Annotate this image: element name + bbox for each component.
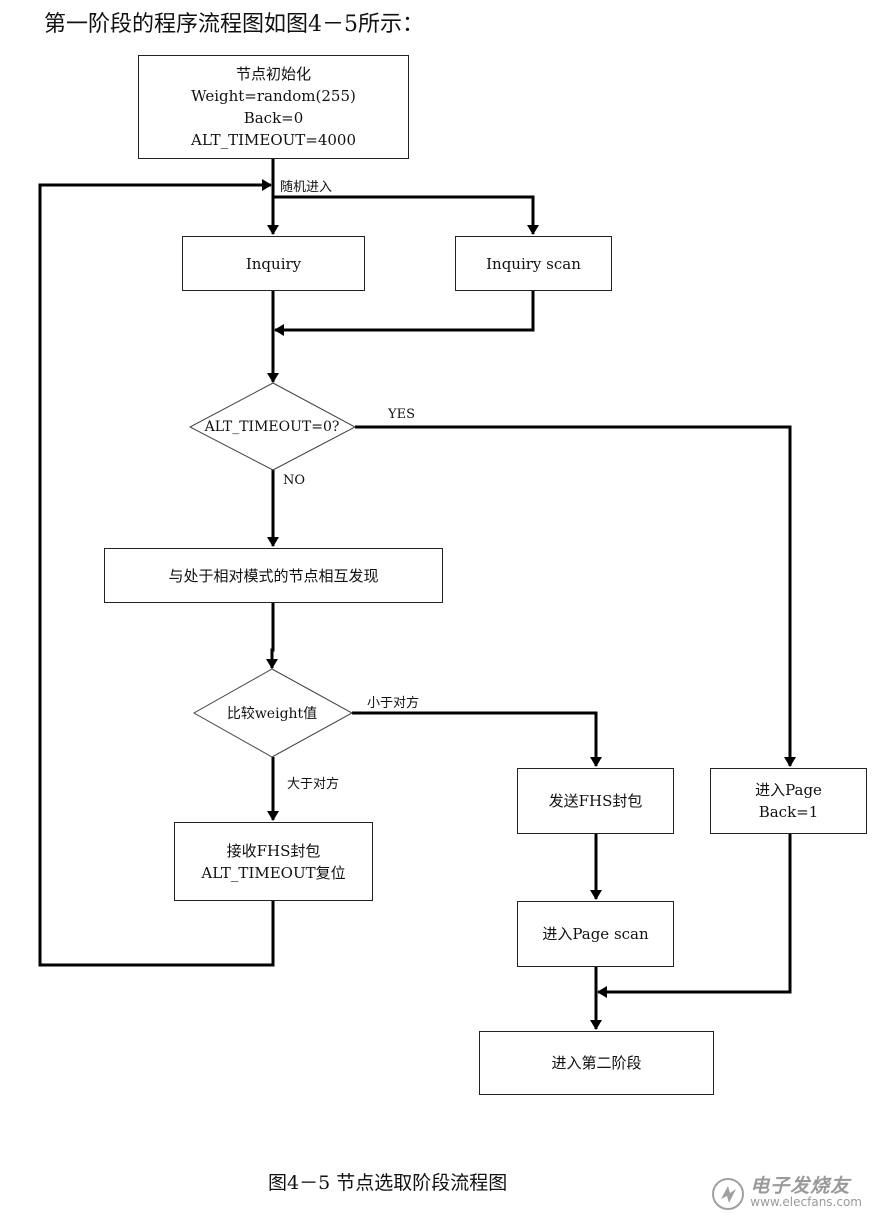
watermark: 电子发烧友 www.elecfans.com [710, 1176, 862, 1212]
inquiry-box: Inquiry [182, 236, 365, 291]
inquiry-scan-label: Inquiry scan [486, 254, 581, 273]
edge-loop-back [38, 179, 275, 967]
timeout-check-diamond [188, 382, 357, 471]
edge-label-yes: YES [388, 407, 415, 422]
enter-page-line-2: Back=1 [758, 803, 819, 821]
init-line-2: Weight=random(255) [191, 87, 356, 105]
inquiry-scan-box: Inquiry scan [455, 236, 612, 291]
edge-inquiry-scan-merge [274, 290, 535, 336]
init-box: 节点初始化 Weight=random(255) Back=0 ALT_TIME… [138, 55, 409, 159]
init-line-4: ALT_TIMEOUT=4000 [191, 131, 356, 149]
receive-fhs-line-1: 接收FHS封包 [226, 841, 321, 860]
init-line-1: 节点初始化 [235, 65, 311, 83]
compare-weight-diamond [192, 668, 354, 758]
discover-box: 与处于相对模式的节点相互发现 [104, 548, 443, 603]
watermark-name: 电子发烧友 [750, 1175, 851, 1197]
enter-page-scan-box: 进入Page scan [517, 901, 674, 967]
edge-label-no: NO [283, 473, 306, 488]
send-fhs-label: 发送FHS封包 [548, 792, 643, 810]
init-line-3: Back=0 [243, 109, 304, 127]
watermark-url: www.elecfans.com [750, 1195, 862, 1209]
edge-discover-to-compare [266, 602, 278, 669]
edge-smaller-to-send [352, 711, 602, 767]
edge-yes-to-page [355, 425, 796, 767]
edge-page-merge [597, 833, 792, 998]
enter-stage2-label: 进入第二阶段 [551, 1054, 642, 1072]
elecfans-logo-icon [712, 1178, 745, 1210]
edge-label-random: 随机进入 [280, 180, 333, 195]
discover-label: 与处于相对模式的节点相互发现 [168, 566, 379, 585]
compare-label: 比较weight值 [226, 706, 318, 722]
enter-page-scan-label: 进入Page scan [542, 925, 649, 943]
edge-label-larger: 大于对方 [287, 777, 340, 792]
enter-page-box: 进入Page Back=1 [710, 768, 867, 834]
enter-page-line-1: 进入Page [755, 781, 822, 799]
figure-caption: 图4－5 节点选取阶段流程图 [268, 1172, 508, 1194]
inquiry-label: Inquiry [245, 254, 302, 273]
edge-label-smaller: 小于对方 [367, 696, 420, 711]
receive-fhs-line-2: ALT_TIMEOUT复位 [201, 863, 346, 882]
page-heading: 第一阶段的程序流程图如图4－5所示： [44, 12, 424, 37]
edge-to-inquiry-scan [273, 195, 539, 235]
receive-fhs-box: 接收FHS封包 ALT_TIMEOUT复位 [174, 822, 373, 901]
timeout-check-label: ALT_TIMEOUT=0? [204, 419, 340, 435]
send-fhs-box: 发送FHS封包 [517, 768, 674, 834]
enter-stage2-box: 进入第二阶段 [479, 1031, 714, 1095]
